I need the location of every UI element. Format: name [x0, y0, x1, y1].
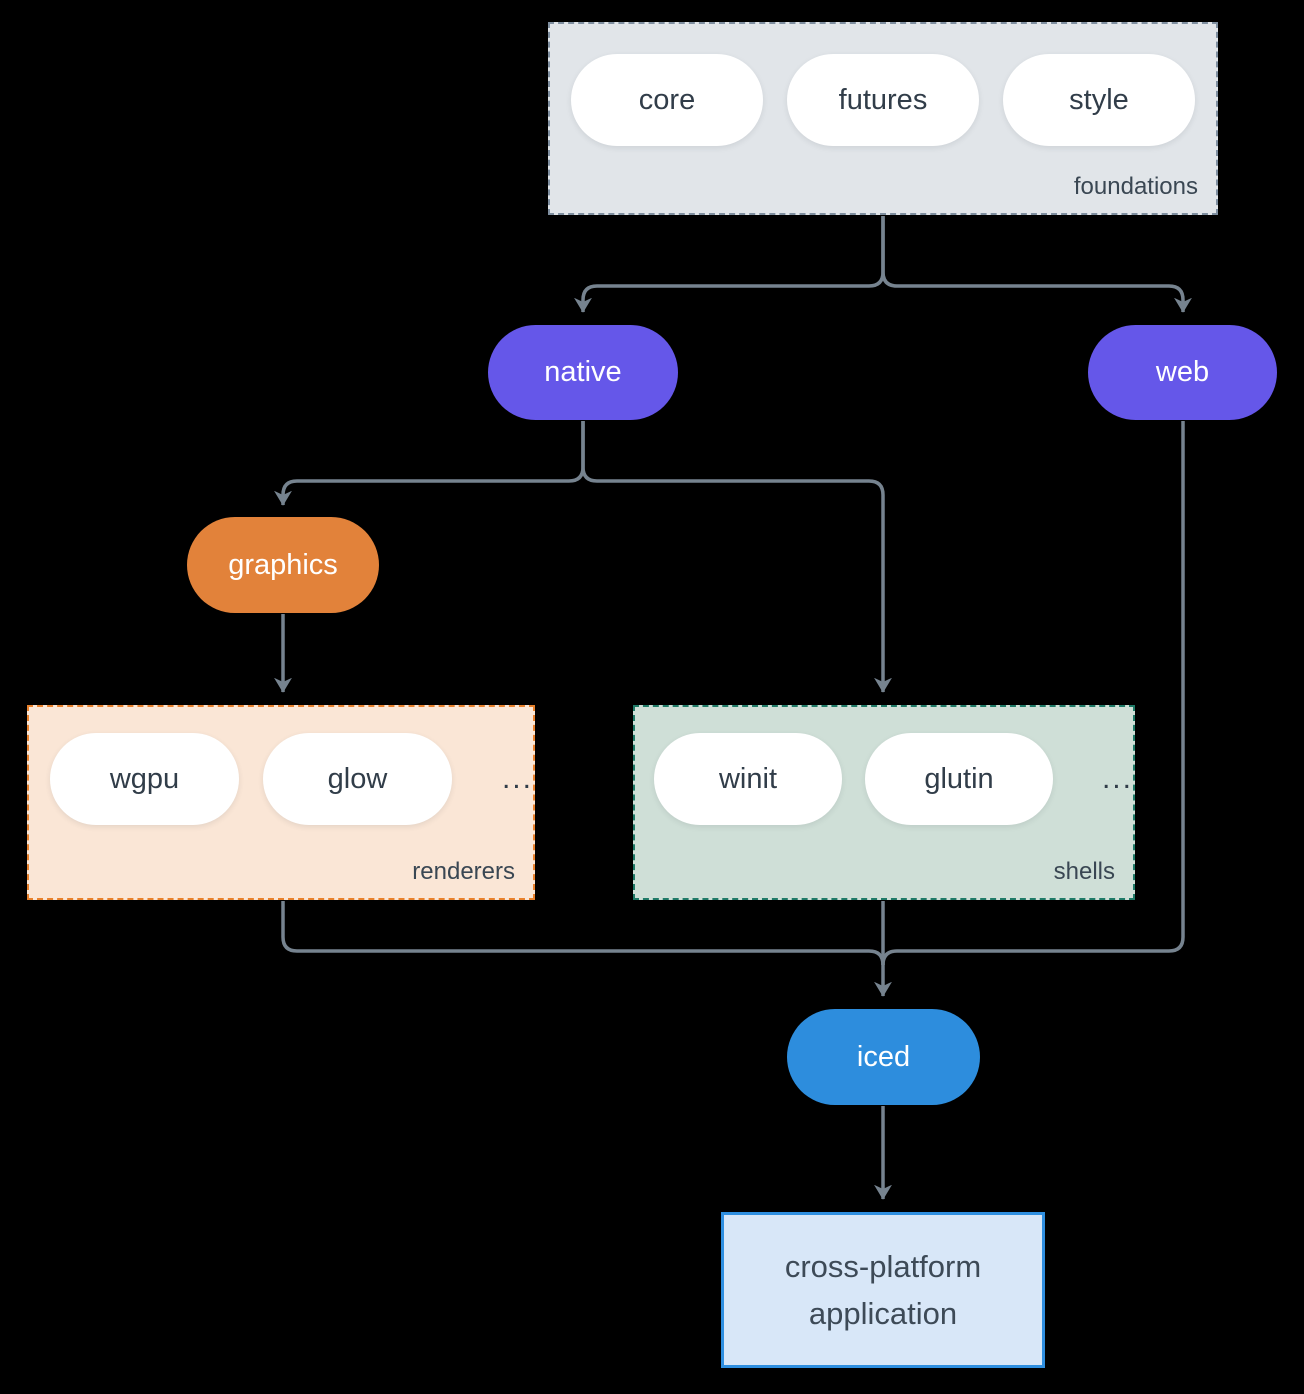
- foundations-pill-row: core futures style: [550, 24, 1216, 146]
- node-web: web: [1088, 325, 1277, 420]
- renderers-ellipsis: ...: [501, 762, 533, 795]
- edge-native-graphics: [274, 421, 585, 506]
- foundations-label: foundations: [1073, 173, 1198, 200]
- node-glutin: glutin: [864, 733, 1053, 825]
- edge-native-shells: [581, 421, 892, 693]
- node-winit: winit: [654, 733, 842, 825]
- foundations-group: core futures style foundations: [548, 22, 1218, 215]
- application-line2: application: [808, 1296, 958, 1331]
- node-native: native: [488, 325, 678, 420]
- renderers-label: renderers: [412, 858, 515, 885]
- node-style: style: [1003, 54, 1195, 146]
- node-iced: iced: [787, 1009, 980, 1105]
- renderers-pill-row: wgpu glow ...: [29, 707, 533, 825]
- shells-group: winit glutin ... shells: [633, 705, 1135, 900]
- node-glow: glow: [262, 733, 452, 825]
- node-wgpu: wgpu: [50, 733, 239, 825]
- edge-renderers-merge: [281, 901, 885, 966]
- edge-foundations-native: [574, 216, 885, 313]
- shells-ellipsis: ...: [1101, 762, 1133, 795]
- application-line1: cross-platform: [784, 1249, 982, 1284]
- renderers-group: wgpu glow ... renderers: [27, 705, 535, 900]
- shells-pill-row: winit glutin ...: [635, 707, 1133, 825]
- edge-foundations-web: [881, 216, 1192, 313]
- node-core: core: [571, 54, 763, 146]
- shells-label: shells: [1053, 858, 1115, 885]
- node-cross-platform-application: cross-platform application: [721, 1212, 1045, 1368]
- node-futures: futures: [787, 54, 979, 146]
- node-graphics: graphics: [187, 517, 379, 613]
